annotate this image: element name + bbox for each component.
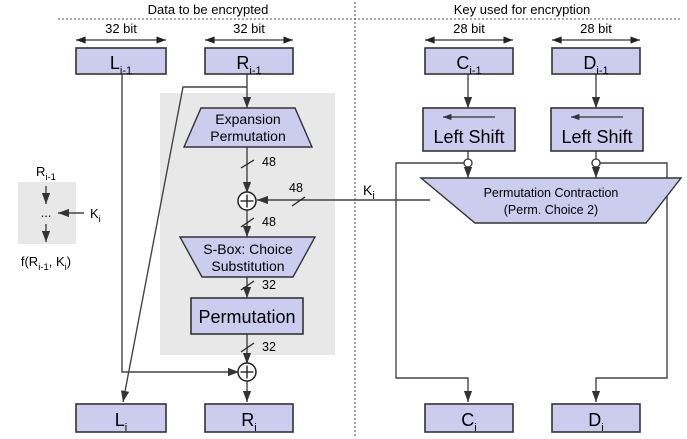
bitwidth-tick-32b — [240, 342, 255, 353]
register-l-out-label: Li — [115, 410, 127, 434]
bit-label-after-sbox: 32 — [262, 278, 276, 292]
left-shift-label-d: Left Shift — [561, 127, 632, 147]
bitwidth-arrow-right-key: 28 bit — [552, 21, 640, 44]
register-l-prev[interactable]: Li-1 — [75, 47, 167, 77]
wire-feedback-to-cout — [395, 162, 473, 402]
bitwidth-label-left-data: 32 bit — [105, 21, 137, 36]
register-l-out[interactable]: Li — [75, 403, 167, 434]
section-title-right: Key used for encryption — [454, 2, 591, 17]
bit-label-after-expansion: 48 — [262, 155, 276, 169]
bitwidth-label-right-data: 32 bit — [233, 21, 265, 36]
bitwidth-tick-48a — [240, 159, 255, 169]
bitwidth-arrow-right-data: 32 bit — [205, 21, 293, 44]
legend-input-label: Ri-1 — [36, 164, 56, 183]
sbox-label-line1: S-Box: Choice — [203, 241, 293, 257]
register-r-out-label: Ri — [241, 410, 256, 434]
subkey-label: Ki — [363, 182, 375, 202]
bit-label-after-xor: 48 — [262, 215, 276, 229]
register-d-out[interactable]: Di — [551, 403, 641, 434]
legend-key-label: Ki — [90, 206, 101, 225]
junction-dot-d — [591, 158, 601, 168]
bitwidth-tick-48b — [240, 217, 255, 228]
node-left-shift-c[interactable]: Left Shift — [422, 107, 516, 152]
junction-dot-c — [463, 158, 473, 168]
node-left-shift-d[interactable]: Left Shift — [550, 107, 644, 152]
bitwidth-tick-32a — [240, 280, 255, 291]
xor-gate-output-mix — [237, 362, 257, 382]
register-r-out[interactable]: Ri — [204, 403, 294, 434]
legend-dots-label: ... — [41, 205, 52, 220]
wire-rprev-to-lout — [120, 86, 247, 403]
bit-label-after-permutation: 32 — [262, 340, 276, 354]
register-d-prev-label: Di-1 — [583, 53, 608, 77]
legend-output-label: f(Ri-1, Ki) — [21, 254, 71, 273]
register-c-out[interactable]: Ci — [424, 403, 514, 434]
expansion-label-line2: Permutation — [210, 128, 285, 144]
register-d-prev[interactable]: Di-1 — [551, 47, 641, 77]
bitwidth-label-right-key: 28 bit — [580, 21, 612, 36]
wire-feedback-to-dout — [591, 162, 668, 402]
bit-label-key-into-xor: 48 — [289, 181, 303, 195]
bitwidth-label-left-key: 28 bit — [453, 21, 485, 36]
node-sbox-substitution[interactable]: S-Box: Choice Substitution — [178, 236, 317, 278]
node-permutation-contraction[interactable]: Permutation Contraction (Perm. Choice 2) — [419, 177, 683, 224]
register-r-prev[interactable]: Ri-1 — [204, 47, 294, 77]
sbox-label-line2: Substitution — [211, 258, 284, 274]
xor-gate-key-mix — [237, 191, 257, 211]
legend-f-function: Ri-1 ... Ki f(Ri-1, Ki) — [21, 164, 101, 273]
left-shift-label-c: Left Shift — [433, 127, 504, 147]
bitwidth-arrow-left-data: 32 bit — [76, 21, 166, 44]
wire-lprev-to-xor — [121, 74, 239, 377]
register-c-out-label: Ci — [461, 410, 476, 434]
register-r-prev-label: Ri-1 — [236, 53, 261, 77]
perm-contraction-label-line2: (Perm. Choice 2) — [504, 203, 598, 217]
expansion-label-line1: Expansion — [215, 111, 280, 127]
register-c-prev[interactable]: Ci-1 — [424, 47, 514, 77]
bitwidth-tick-48key — [291, 196, 306, 207]
bitwidth-arrow-left-key: 28 bit — [425, 21, 513, 44]
perm-contraction-label-line1: Permutation Contraction — [484, 186, 619, 200]
register-d-out-label: Di — [588, 410, 603, 434]
register-c-prev-label: Ci-1 — [456, 53, 481, 77]
node-expansion-permutation[interactable]: Expansion Permutation — [182, 107, 314, 148]
node-permutation[interactable]: Permutation — [190, 297, 304, 335]
section-title-left: Data to be encrypted — [148, 2, 269, 17]
register-l-prev-label: Li-1 — [110, 53, 132, 77]
permutation-label: Permutation — [198, 307, 295, 327]
